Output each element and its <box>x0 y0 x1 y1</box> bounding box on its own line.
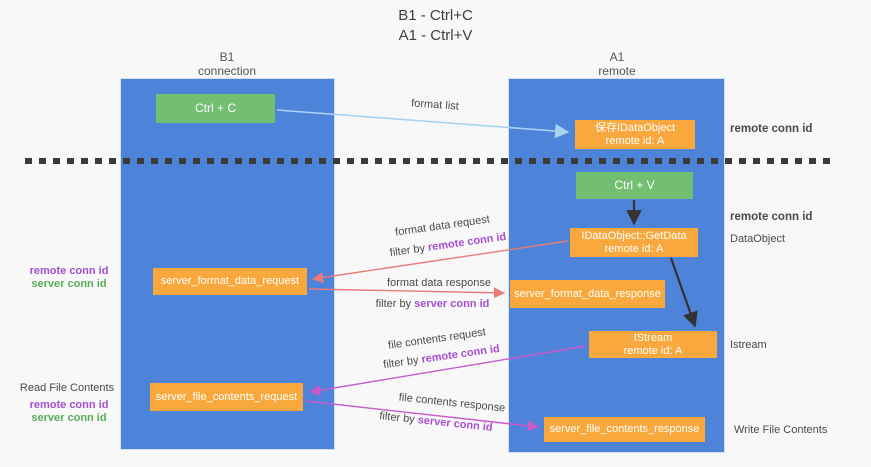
server-conn-id-value: server conn id <box>417 414 494 434</box>
ctrl-c-label: Ctrl + C <box>194 101 236 115</box>
ctrl-v-box: Ctrl + V <box>576 172 693 199</box>
filter-by-text: filter by <box>378 410 419 427</box>
filter-by-text: filter by <box>389 241 429 260</box>
getdata-line2: remote id: A <box>604 242 664 255</box>
lane-a1-name: A1 <box>609 50 625 64</box>
title-line-1: B1 - Ctrl+C <box>398 7 473 24</box>
getdata-line1: IDataObject::GetData <box>581 229 687 242</box>
filter-by-text: filter by <box>382 353 423 372</box>
lane-b1-name: B1 <box>219 50 235 64</box>
istream-box: IStream remote id: A <box>589 331 717 358</box>
dashed-separator <box>25 158 835 164</box>
lane-header-a1: A1 remote <box>547 50 687 78</box>
left-conn-ids-lower: remote conn id server conn id <box>18 399 120 425</box>
idataobject-getdata-box: IDataObject::GetData remote id: A <box>570 228 698 257</box>
server-file-contents-request-box: server_file_contents_request <box>150 383 303 411</box>
lane-b1-subtitle: connection <box>197 64 257 78</box>
ctrl-v-label: Ctrl + V <box>614 178 655 192</box>
save-idataobject-box: 保存IDataObject remote id: A <box>575 120 695 149</box>
diagram-title: B1 - Ctrl+C A1 - Ctrl+V <box>0 6 871 46</box>
istream-line2: remote id: A <box>623 344 683 357</box>
title-line-2: A1 - Ctrl+V <box>398 27 473 44</box>
remote-conn-id-value: remote conn id <box>420 342 501 366</box>
file-response-label: server_file_contents_response <box>549 423 700 435</box>
lane-header-b1: B1 connection <box>157 50 297 78</box>
server-conn-id-value: server conn id <box>414 298 490 310</box>
remote-conn-id-label-mid: remote conn id <box>730 211 813 223</box>
server-file-contents-response-box: server_file_contents_response <box>544 417 705 442</box>
write-file-contents-label: Write File Contents <box>734 424 828 436</box>
remote-conn-id-label: remote conn id <box>29 399 109 411</box>
file-response-filter-label: filter by server conn id <box>372 409 501 434</box>
dataobject-label: DataObject <box>730 233 786 245</box>
server-format-data-response-box: server_format_data_response <box>510 280 665 308</box>
server-conn-id-label: server conn id <box>31 412 107 424</box>
filter-by-text: filter by <box>375 298 415 310</box>
format-response-filter-label: filter by server conn id <box>370 298 495 310</box>
remote-conn-id-value: remote conn id <box>427 230 507 254</box>
istream-label: Istream <box>730 339 767 351</box>
format-request-label: server_format_data_request <box>160 275 300 287</box>
lane-a1-subtitle: remote <box>598 64 636 78</box>
read-file-contents-label: Read File Contents <box>19 382 115 394</box>
save-idataobject-line2: remote id: A <box>605 134 665 147</box>
format-response-label: server_format_data_response <box>514 287 661 300</box>
file-request-label: server_file_contents_request <box>155 390 298 403</box>
ctrl-c-box: Ctrl + C <box>156 94 275 123</box>
format-list-label: format list <box>410 97 460 113</box>
format-data-response-label: format data response <box>387 277 491 289</box>
remote-conn-id-label: remote conn id <box>29 265 109 277</box>
arrow-format-data-response <box>308 287 506 299</box>
file-contents-response-label: file contents response <box>398 391 506 415</box>
remote-conn-id-label-top: remote conn id <box>730 123 813 135</box>
left-conn-ids-upper: remote conn id server conn id <box>18 265 120 291</box>
server-conn-id-label: server conn id <box>31 278 107 290</box>
save-idataobject-line1: 保存IDataObject <box>594 121 676 134</box>
server-format-data-request-box: server_format_data_request <box>153 268 307 295</box>
istream-line1: IStream <box>633 331 673 344</box>
